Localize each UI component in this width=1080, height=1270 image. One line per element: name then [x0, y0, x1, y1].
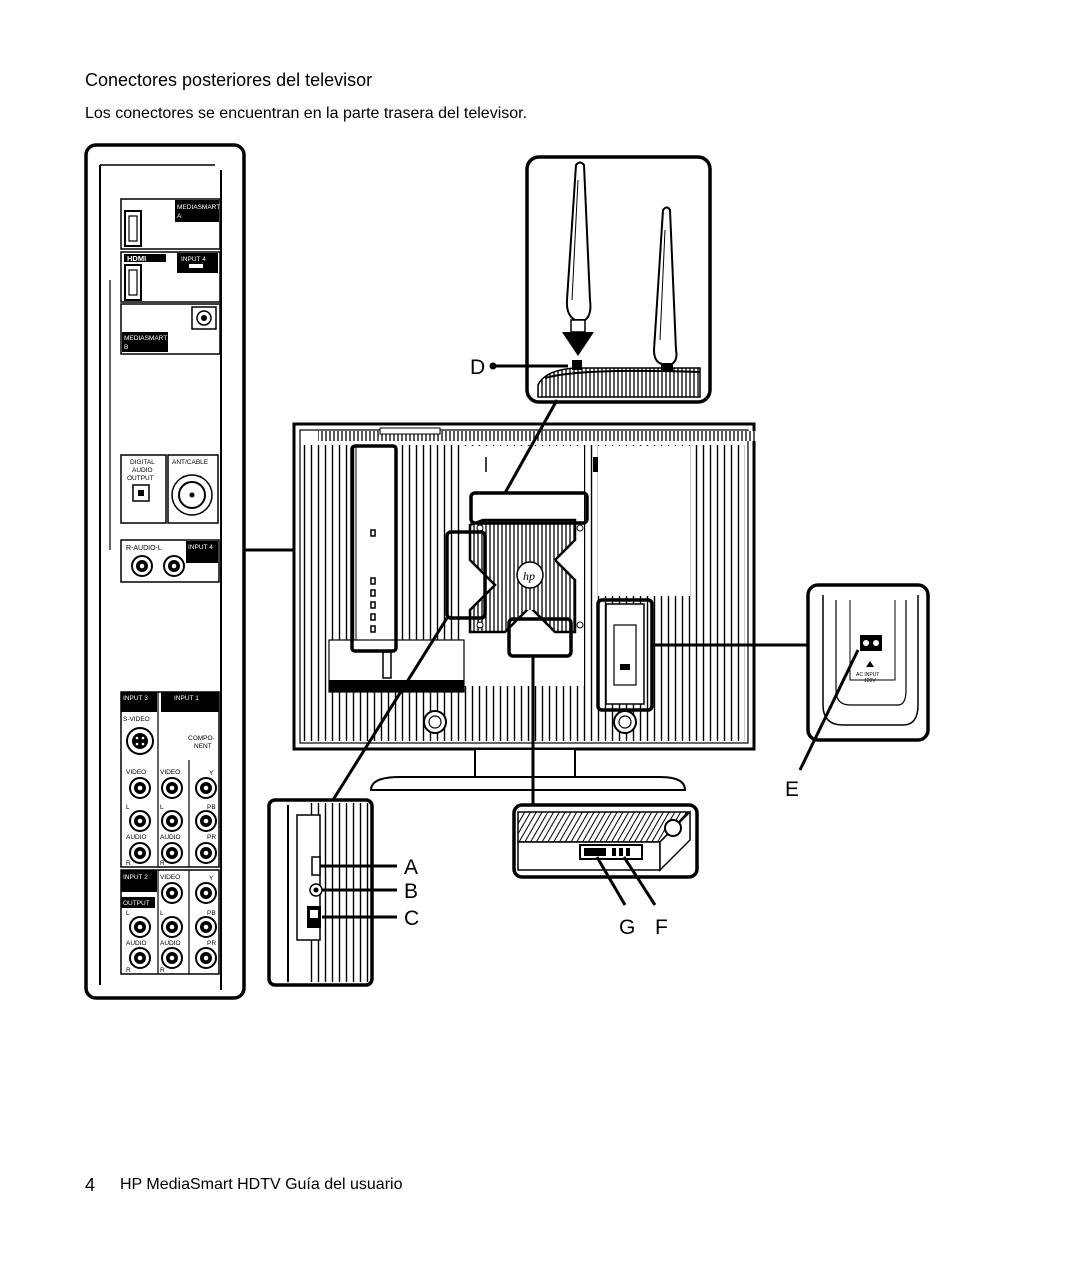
svg-text:PB: PB	[207, 804, 216, 811]
input1-label: INPUT 1	[174, 695, 199, 702]
svg-text:AUDIO: AUDIO	[160, 834, 181, 841]
ant-cable-label: ANT/CABLE	[172, 459, 209, 466]
callout-f: F	[655, 916, 668, 939]
svg-text:B: B	[124, 344, 128, 351]
svg-text:A: A	[177, 213, 182, 220]
callout-b: B	[404, 880, 418, 903]
bottom-module-detail	[512, 803, 699, 906]
svg-text:Y: Y	[209, 770, 214, 777]
side-connector-panel: MEDIASMART A HDMI INPUT 4 MEDIASMART B D…	[84, 143, 246, 1000]
svg-text:L: L	[126, 804, 130, 811]
svg-text:R: R	[160, 967, 165, 974]
page-number: 4	[85, 1175, 96, 1195]
svg-text:R: R	[126, 967, 131, 974]
mediasmart-b-label: MEDIASMART	[124, 335, 167, 342]
svg-text:120V: 120V	[864, 678, 876, 684]
svg-text:R: R	[160, 860, 165, 867]
svg-text:Y: Y	[209, 875, 214, 882]
svg-text:L: L	[160, 910, 164, 917]
svg-text:DIGITAL: DIGITAL	[130, 459, 155, 466]
hdmi-logo: HDMI	[127, 254, 146, 263]
svg-text:AUDIO: AUDIO	[126, 834, 147, 841]
input3-label: INPUT 3	[123, 695, 148, 702]
antenna-detail	[489, 155, 712, 404]
svg-text:R: R	[126, 860, 131, 867]
svg-text:INPUT 4: INPUT 4	[188, 544, 213, 551]
svg-text:AUDIO: AUDIO	[132, 467, 153, 474]
svg-text:AUDIO: AUDIO	[126, 940, 147, 947]
svg-text:PR: PR	[207, 834, 216, 841]
intro-text: Los conectores se encuentran en la parte…	[85, 105, 528, 122]
section-heading: Conectores posteriores del televisor	[85, 70, 373, 90]
svg-text:AUDIO: AUDIO	[160, 940, 181, 947]
ac-input-label: AC INPUT	[856, 672, 879, 678]
svg-text:L: L	[160, 804, 164, 811]
svg-text:PR: PR	[207, 940, 216, 947]
svg-text:NENT: NENT	[194, 743, 212, 750]
callout-e: E	[785, 778, 799, 801]
callout-g: G	[619, 916, 635, 939]
side-port-detail	[267, 798, 397, 987]
svg-text:L: L	[126, 910, 130, 917]
tv-rear-view: hp	[292, 422, 756, 791]
callout-d: D	[470, 356, 485, 379]
mediasmart-a-label: MEDIASMART	[177, 204, 220, 211]
svg-text:PB: PB	[207, 910, 216, 917]
svg-text:COMPO-: COMPO-	[188, 735, 215, 742]
footer-title: HP MediaSmart HDTV Guía del usuario	[120, 1176, 403, 1193]
input4-hdmi-label: INPUT 4	[181, 256, 206, 263]
power-input-detail: AC INPUT 120V	[798, 583, 930, 771]
callout-c: C	[404, 907, 419, 930]
s-video-label: S-VIDEO	[123, 716, 150, 723]
callout-a: A	[404, 856, 418, 879]
input2-label: INPUT 2	[123, 874, 148, 881]
svg-text:VIDEO: VIDEO	[160, 769, 180, 776]
r-audio-l-label: R-AUDIO-L	[126, 545, 162, 552]
output-label: OUTPUT	[123, 900, 150, 907]
svg-text:OUTPUT: OUTPUT	[127, 475, 154, 482]
svg-text:VIDEO: VIDEO	[126, 769, 146, 776]
svg-text:VIDEO: VIDEO	[160, 874, 180, 881]
svg-text:hp: hp	[523, 569, 535, 583]
